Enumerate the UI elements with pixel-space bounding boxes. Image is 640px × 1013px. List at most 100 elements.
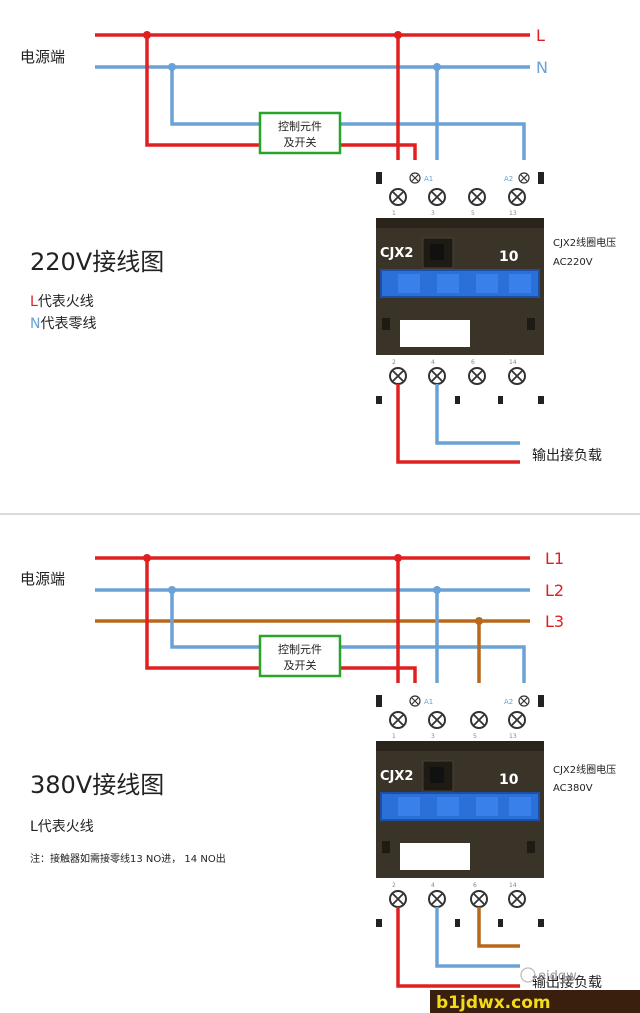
terminal-cross xyxy=(392,370,404,382)
terminal-cross xyxy=(431,714,443,726)
terminal-cross xyxy=(411,697,419,705)
control-element-box xyxy=(258,111,342,155)
terminal-number: 4 xyxy=(431,359,435,366)
terminal-number: 14 xyxy=(509,359,517,366)
legend-neutral-letter: N xyxy=(30,316,40,332)
legend-live: L代表火线 xyxy=(30,294,94,310)
top-terminal-1: 1 xyxy=(389,188,407,217)
device-rating: 10 xyxy=(499,772,519,788)
l3-line-label: L3 xyxy=(545,612,564,631)
output-l2-wire xyxy=(435,907,520,968)
terminal-cross xyxy=(471,191,483,203)
terminal-cross xyxy=(511,714,523,726)
corner-tab xyxy=(498,396,503,404)
terminal-number: 14 xyxy=(509,882,517,889)
control-l1-wire xyxy=(145,558,260,670)
terminal-cross xyxy=(392,191,404,203)
corner-tab xyxy=(455,396,460,404)
terminal-number: 1 xyxy=(392,210,396,217)
label-plate xyxy=(400,843,470,870)
terminal-number: 5 xyxy=(471,210,475,217)
power-source-label: 电源端 xyxy=(20,570,65,588)
coil-terminal-a1-label: A1 xyxy=(424,175,433,183)
l1-line-label: L1 xyxy=(545,549,564,568)
terminal-cross xyxy=(511,191,523,203)
terminal-cross xyxy=(511,370,523,382)
terminal-cross xyxy=(392,714,404,726)
terminal-number: 2 xyxy=(392,359,396,366)
section-380v: 电源端 L1 L2 L3 控制元件 及开关 xyxy=(20,549,616,991)
terminal-cross xyxy=(431,370,443,382)
section-220v: 电源端 L N 控制元件 及开关 A1 xyxy=(20,26,616,464)
contactor: A1 A2 1 3 5 13 xyxy=(376,160,544,407)
body-rivet xyxy=(382,841,390,853)
corner-tab xyxy=(538,396,544,404)
body-rivet xyxy=(527,841,535,853)
diagram-title-220v: 220V接线图 xyxy=(30,248,164,276)
blue-contact-bar-segment xyxy=(476,797,498,816)
blue-contact-bar-segment xyxy=(437,797,459,816)
corner-tab xyxy=(455,919,460,927)
site-banner xyxy=(430,990,640,1013)
terminal-cross xyxy=(511,893,523,905)
corner-tab xyxy=(538,172,544,184)
terminal-cross xyxy=(431,191,443,203)
neutral-line-label: N xyxy=(536,58,548,77)
top-terminal-1: 1 xyxy=(389,711,407,740)
terminal-number: 5 xyxy=(473,733,477,740)
power-source-label: 电源端 xyxy=(20,48,65,66)
auxiliary-slot xyxy=(422,237,454,269)
top-terminal-13: 13 xyxy=(508,711,526,740)
site-url: b1jdwx.com xyxy=(436,993,551,1013)
control-l2-wire xyxy=(170,590,260,649)
bottom-terminal-6: 6 xyxy=(468,359,486,385)
neutral-wiring-note: 注：接触器如需接零线13 NO进， 14 NO出 xyxy=(30,852,226,865)
terminal-cross xyxy=(473,714,485,726)
terminal-number: 3 xyxy=(431,733,435,740)
control-box-line1: 控制元件 xyxy=(278,642,322,656)
watermark: ejdgw xyxy=(520,967,577,984)
terminal-cross xyxy=(520,174,528,182)
watermark-text: ejdgw xyxy=(538,969,577,984)
top-terminal-13: 13 xyxy=(508,188,526,217)
blue-contact-bar-segment xyxy=(476,274,498,293)
live-line-label: L xyxy=(536,26,545,45)
contactor: A1 A2 1 3 5 13 xyxy=(376,683,544,930)
device-name: CJX2 xyxy=(380,769,413,784)
coil-terminal-a2-label: A2 xyxy=(504,175,513,183)
corner-tab xyxy=(376,172,382,184)
output-l3-wire xyxy=(477,907,520,948)
coil-terminal-a2-label: A2 xyxy=(504,698,513,706)
coil-voltage-label: CJX2线圈电压 xyxy=(553,236,616,249)
control-box-line1: 控制元件 xyxy=(278,119,322,133)
legend-neutral: N代表零线 xyxy=(30,316,96,332)
blue-contact-bar-segment xyxy=(509,274,531,293)
terminal-number: 6 xyxy=(473,882,477,889)
output-l1-wire xyxy=(396,907,520,988)
corner-tab xyxy=(538,919,544,927)
corner-tab xyxy=(538,695,544,707)
legend-live-letter: L xyxy=(30,294,38,310)
blue-contact-bar-segment xyxy=(398,797,420,816)
terminal-number: 13 xyxy=(509,733,517,740)
terminal-number: 3 xyxy=(431,210,435,217)
terminal-cross xyxy=(431,893,443,905)
body-rivet xyxy=(382,318,390,330)
top-terminal-3: 3 xyxy=(428,711,446,740)
diagram-title-380v: 380V接线图 xyxy=(30,771,164,799)
output-load-label: 输出接负载 xyxy=(532,447,602,464)
blue-contact-bar-segment xyxy=(509,797,531,816)
legend-neutral-text: 代表零线 xyxy=(40,316,96,332)
coil-terminal-a1-label: A1 xyxy=(424,698,433,706)
contactor-body-shade xyxy=(376,218,544,228)
corner-tab xyxy=(376,919,382,927)
blue-contact-bar-segment xyxy=(398,274,420,293)
coil-voltage-value: AC220V xyxy=(553,257,593,268)
contactor-body-shade xyxy=(376,741,544,751)
legend-live-text: 代表火线 xyxy=(38,294,94,310)
terminal-number: 1 xyxy=(392,733,396,740)
terminal-number: 6 xyxy=(471,359,475,366)
terminal-cross xyxy=(473,893,485,905)
bottom-terminal-14: 14 xyxy=(508,882,526,908)
